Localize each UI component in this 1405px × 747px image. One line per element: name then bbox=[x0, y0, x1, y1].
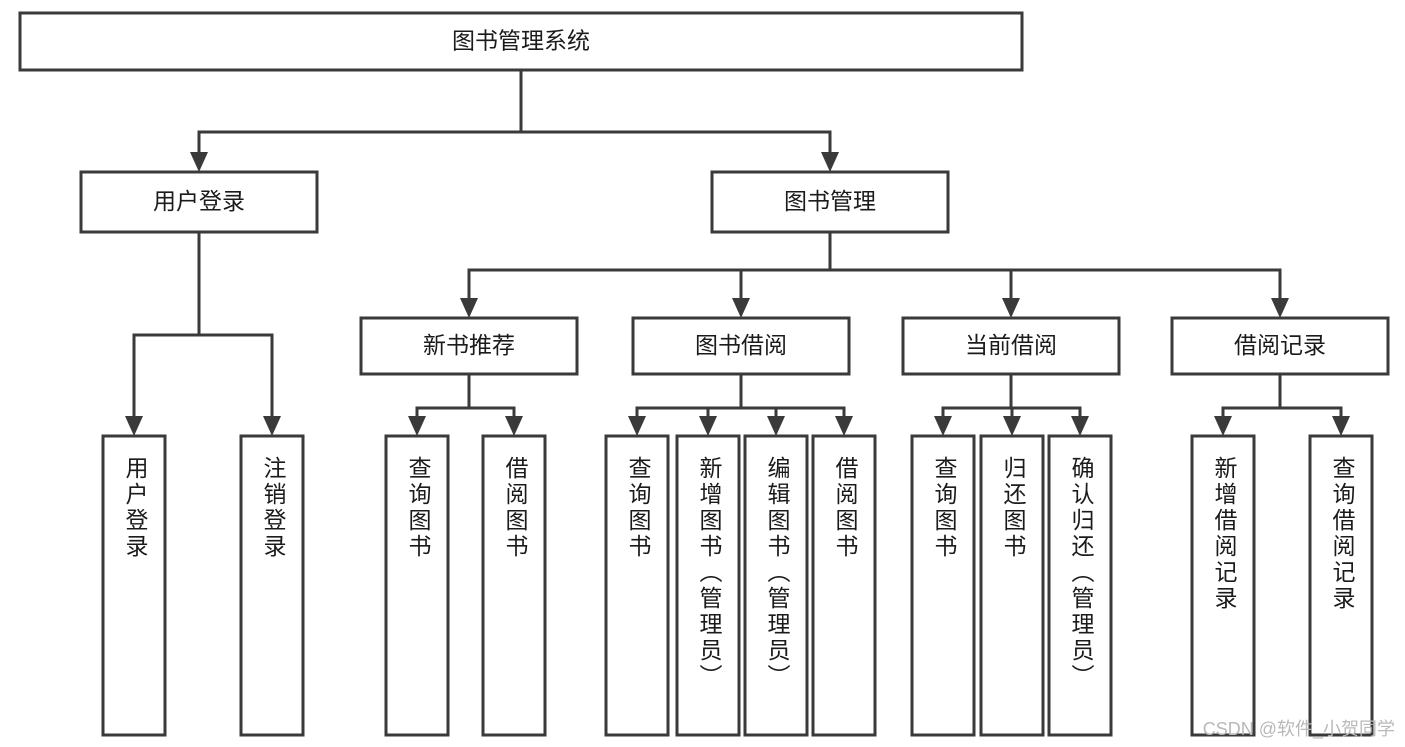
node-leaf-query-book-2-label: 查询图书 bbox=[625, 456, 652, 560]
nodes-layer: 图书管理系统用户登录图书管理新书推荐图书借阅当前借阅借阅记录用户登录注销登录查询… bbox=[18, 11, 1390, 737]
arrow-down-icon bbox=[628, 416, 646, 436]
node-leaf-query-record-label: 查询借阅记录 bbox=[1329, 456, 1356, 612]
node-leaf-logout-box[interactable] bbox=[239, 434, 305, 737]
node-leaf-return-book-box[interactable] bbox=[979, 434, 1045, 737]
node-user-login-label: 用户登录 bbox=[153, 188, 245, 214]
arrow-down-icon bbox=[125, 416, 143, 436]
node-borrow-record-label: 借阅记录 bbox=[1234, 332, 1326, 358]
node-leaf-logout-label: 注销登录 bbox=[260, 456, 287, 560]
node-leaf-user-login-label: 用户登录 bbox=[122, 456, 149, 560]
arrow-down-icon bbox=[505, 416, 523, 436]
arrow-down-icon bbox=[190, 152, 208, 172]
node-leaf-edit-book[interactable]: 编辑图书（管理员） bbox=[743, 434, 809, 737]
arrow-down-icon bbox=[1332, 416, 1350, 436]
node-current-borrow-box[interactable] bbox=[901, 316, 1121, 376]
node-leaf-query-book-3-box[interactable] bbox=[910, 434, 976, 737]
node-leaf-add-book[interactable]: 新增图书（管理员） bbox=[675, 434, 741, 737]
node-root-label: 图书管理系统 bbox=[452, 28, 590, 54]
node-leaf-confirm-return-label: 确认归还（管理员） bbox=[1068, 456, 1095, 690]
node-leaf-add-book-box[interactable] bbox=[675, 434, 741, 737]
node-leaf-confirm-return-box[interactable] bbox=[1047, 434, 1113, 737]
node-leaf-query-book-3-label: 查询图书 bbox=[931, 456, 958, 560]
node-user-login-box[interactable] bbox=[79, 170, 319, 234]
node-book-borrow-box[interactable] bbox=[631, 316, 851, 376]
node-leaf-borrow-book-1-label: 借阅图书 bbox=[502, 456, 529, 560]
node-new-book-recommend[interactable]: 新书推荐 bbox=[359, 316, 579, 376]
arrow-down-icon bbox=[767, 416, 785, 436]
node-leaf-return-book[interactable]: 归还图书 bbox=[979, 434, 1045, 737]
node-leaf-edit-book-box[interactable] bbox=[743, 434, 809, 737]
node-leaf-borrow-book-2-label: 借阅图书 bbox=[832, 456, 859, 560]
node-root[interactable]: 图书管理系统 bbox=[18, 11, 1024, 72]
node-leaf-add-record-box[interactable] bbox=[1190, 434, 1256, 737]
arrow-down-icon bbox=[835, 416, 853, 436]
arrow-down-icon bbox=[1002, 298, 1020, 318]
node-leaf-confirm-return[interactable]: 确认归还（管理员） bbox=[1047, 434, 1113, 737]
node-leaf-logout[interactable]: 注销登录 bbox=[239, 434, 305, 737]
node-leaf-query-record-box[interactable] bbox=[1308, 434, 1374, 737]
node-current-borrow[interactable]: 当前借阅 bbox=[901, 316, 1121, 376]
arrow-down-icon bbox=[1214, 416, 1232, 436]
node-leaf-query-book-2-box[interactable] bbox=[604, 434, 670, 737]
arrow-down-icon bbox=[699, 416, 717, 436]
node-user-login[interactable]: 用户登录 bbox=[79, 170, 319, 234]
node-leaf-query-book-3[interactable]: 查询图书 bbox=[910, 434, 976, 737]
node-borrow-record-box[interactable] bbox=[1170, 316, 1390, 376]
arrow-down-icon bbox=[732, 298, 750, 318]
node-leaf-query-book-1-box[interactable] bbox=[384, 434, 450, 737]
node-leaf-edit-book-label: 编辑图书（管理员） bbox=[764, 456, 791, 690]
arrow-down-icon bbox=[263, 416, 281, 436]
node-book-borrow-label: 图书借阅 bbox=[695, 332, 787, 358]
arrow-down-icon bbox=[821, 152, 839, 172]
node-leaf-add-book-label: 新增图书（管理员） bbox=[696, 456, 723, 690]
arrow-down-icon bbox=[408, 416, 426, 436]
csdn-watermark: CSDN @软件_小贺同学 bbox=[1202, 719, 1395, 739]
arrow-down-icon bbox=[1003, 416, 1021, 436]
node-leaf-borrow-book-2-box[interactable] bbox=[811, 434, 877, 737]
node-leaf-borrow-book-1[interactable]: 借阅图书 bbox=[481, 434, 547, 737]
node-leaf-add-record-label: 新增借阅记录 bbox=[1211, 456, 1238, 612]
node-new-book-recommend-box[interactable] bbox=[359, 316, 579, 376]
node-leaf-query-book-2[interactable]: 查询图书 bbox=[604, 434, 670, 737]
node-leaf-user-login[interactable]: 用户登录 bbox=[101, 434, 167, 737]
arrow-down-icon bbox=[1071, 416, 1089, 436]
node-book-borrow[interactable]: 图书借阅 bbox=[631, 316, 851, 376]
node-leaf-add-record[interactable]: 新增借阅记录 bbox=[1190, 434, 1256, 737]
node-root-box[interactable] bbox=[18, 11, 1024, 72]
node-leaf-query-book-1-label: 查询图书 bbox=[405, 456, 432, 560]
node-new-book-recommend-label: 新书推荐 bbox=[423, 332, 515, 358]
node-book-manage[interactable]: 图书管理 bbox=[710, 170, 950, 234]
node-leaf-query-record[interactable]: 查询借阅记录 bbox=[1308, 434, 1374, 737]
node-leaf-borrow-book-2[interactable]: 借阅图书 bbox=[811, 434, 877, 737]
node-book-manage-label: 图书管理 bbox=[784, 188, 876, 214]
arrow-down-icon bbox=[934, 416, 952, 436]
arrow-down-icon bbox=[460, 298, 478, 318]
arrow-down-icon bbox=[1271, 298, 1289, 318]
node-borrow-record[interactable]: 借阅记录 bbox=[1170, 316, 1390, 376]
node-book-manage-box[interactable] bbox=[710, 170, 950, 234]
connectors-layer bbox=[125, 68, 1350, 436]
node-leaf-return-book-label: 归还图书 bbox=[1000, 456, 1027, 560]
node-leaf-user-login-box[interactable] bbox=[101, 434, 167, 737]
node-current-borrow-label: 当前借阅 bbox=[965, 332, 1057, 358]
node-leaf-borrow-book-1-box[interactable] bbox=[481, 434, 547, 737]
node-leaf-query-book-1[interactable]: 查询图书 bbox=[384, 434, 450, 737]
